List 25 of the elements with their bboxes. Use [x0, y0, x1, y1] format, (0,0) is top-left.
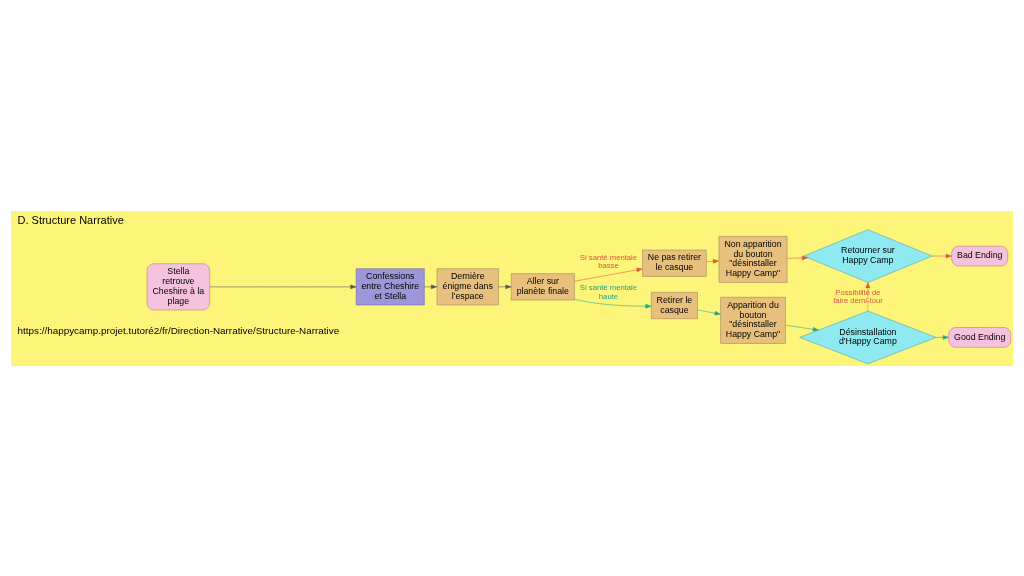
arrow — [865, 281, 871, 311]
arrow — [786, 255, 808, 260]
arrow — [574, 298, 652, 308]
arrow — [424, 284, 438, 289]
label: https://happycamp.projet.tutoré2/fr/Direction-Narrative/Structure-Narrative — [17, 324, 340, 336]
node-box: Stella retrouve Cheshire à la plage — [146, 263, 210, 310]
arrow — [574, 267, 643, 281]
node-diamond: Désinstallation d'Happy Camp — [799, 310, 937, 364]
arrow — [498, 284, 512, 289]
arrow — [785, 324, 819, 331]
node-box: Non apparition du bouton "désinstaller Happy Camp" — [718, 235, 788, 283]
arrow — [697, 309, 721, 315]
node-box: Retirer le casque — [651, 291, 698, 319]
arrow — [931, 253, 952, 258]
arrow — [935, 334, 949, 340]
node-box: Confessions entre Cheshire et Stella — [355, 267, 425, 305]
node-box: Dernière énigme dans l'espace — [436, 267, 499, 305]
node-box: Apparition du bouton "désinstaller Happy Camp" — [720, 296, 786, 344]
node-box: Ne pas retirer le casque — [642, 249, 707, 277]
node-box: Good Ending — [948, 326, 1012, 348]
diagram-title: D. Structure Narrative — [17, 213, 124, 226]
node-box: Aller sur planète finale — [510, 272, 575, 300]
arrow — [209, 284, 357, 289]
arrow — [706, 258, 719, 263]
node-box: Bad Ending — [951, 245, 1009, 266]
